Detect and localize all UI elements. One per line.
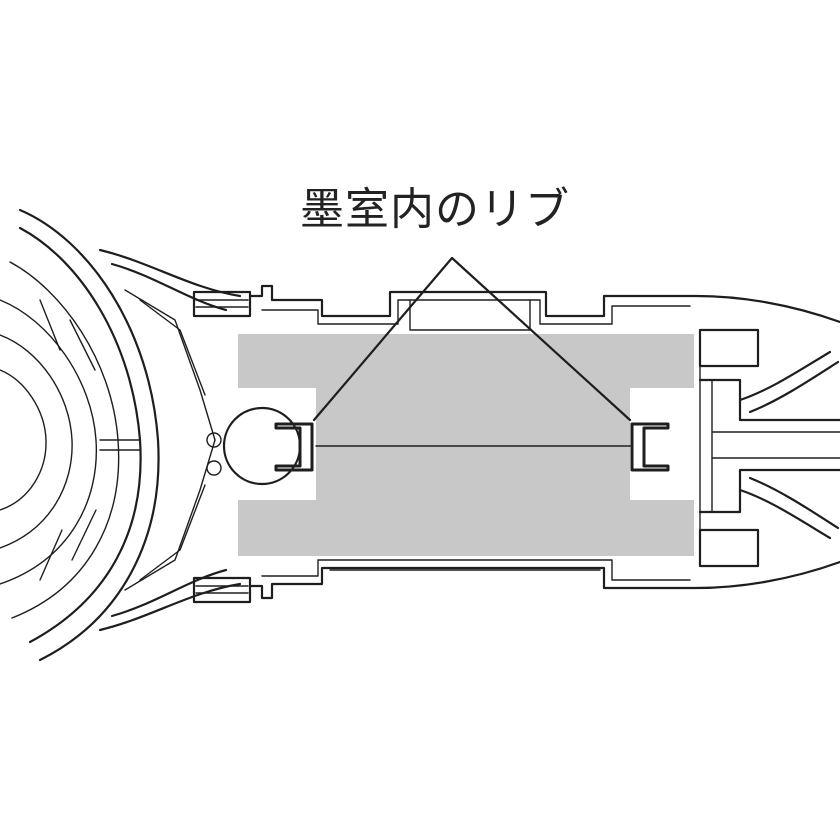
reel-housing xyxy=(0,208,160,662)
callout-label-chamber-ribs: 墨室内のリブ xyxy=(300,184,570,235)
ink-chamber xyxy=(238,334,694,556)
neck-lower xyxy=(98,439,252,632)
ink-reservoir-lower xyxy=(238,446,694,556)
circular-port xyxy=(206,406,302,486)
callout-leader-lines xyxy=(312,256,632,422)
neck-upper xyxy=(98,248,252,441)
chamber-rib-right xyxy=(630,422,670,472)
casing-top xyxy=(248,284,840,331)
casing-bottom xyxy=(248,559,840,600)
tip-mechanism xyxy=(698,328,840,568)
leader-line-left xyxy=(312,256,454,422)
chamber-rib-left xyxy=(274,422,314,472)
leader-line-right xyxy=(450,256,632,422)
ink-reservoir-upper xyxy=(238,334,694,446)
